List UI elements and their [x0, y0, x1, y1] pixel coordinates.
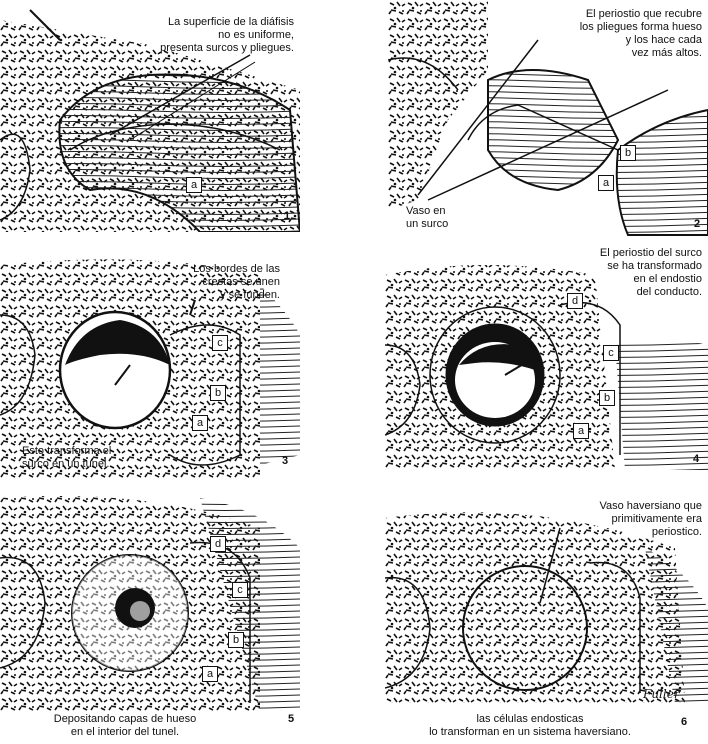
panel-number: 6	[681, 716, 687, 728]
panel-2: El periostio que recubre los pliegues fo…	[388, 0, 708, 240]
panel-5: d c b a Depositando capas de hueso en el…	[0, 488, 300, 744]
panel-3-caption: Los bordes de las crestas se unen y se f…	[130, 263, 280, 302]
label-c: c	[212, 335, 228, 351]
label-a: a	[202, 666, 218, 682]
panel-6-caption: Vaso haversiano que primitivamente era p…	[542, 500, 702, 539]
panel-number: 4	[693, 453, 699, 465]
panel-6-caption-bottom: las células endosticas lo transforman en…	[385, 713, 675, 739]
label-d: d	[567, 293, 583, 309]
label-a: a	[573, 423, 589, 439]
panel-4: El periostio del surco se ha transformad…	[385, 245, 708, 470]
label-a: a	[192, 415, 208, 431]
label-b: b	[210, 385, 226, 401]
panel-2-caption-vessel: Vaso en un surco	[406, 205, 476, 231]
panel-3: Los bordes de las crestas se unen y se f…	[0, 255, 300, 480]
panel-3-caption-bottom: Esto transforma el surco en un tunel.	[22, 445, 172, 471]
panel-1-caption: La superficie de la diáfisis no es unifo…	[74, 16, 294, 55]
panel-5-illustration	[0, 488, 300, 744]
panel-6: Vaso haversiano que primitivamente era p…	[385, 488, 708, 744]
label-b: b	[620, 145, 636, 161]
signature: Fuller	[643, 688, 680, 701]
label-d: d	[210, 536, 226, 552]
label-c: c	[603, 345, 619, 361]
label-b: b	[599, 390, 615, 406]
panel-2-caption: El periostio que recubre los pliegues fo…	[502, 8, 702, 60]
panel-5-caption: Depositando capas de hueso en el interio…	[20, 713, 230, 739]
label-a: a	[186, 177, 202, 193]
panel-4-caption: El periostio del surco se ha transformad…	[522, 247, 702, 299]
panel-number: 5	[288, 713, 294, 725]
panel-number: 2	[694, 218, 700, 230]
label-b: b	[228, 632, 244, 648]
label-c: c	[232, 582, 248, 598]
panel-number: 3	[282, 455, 288, 467]
panel-1: La superficie de la diáfisis no es unifo…	[0, 0, 300, 232]
label-a: a	[598, 175, 614, 191]
panel-number: 1	[284, 210, 290, 222]
